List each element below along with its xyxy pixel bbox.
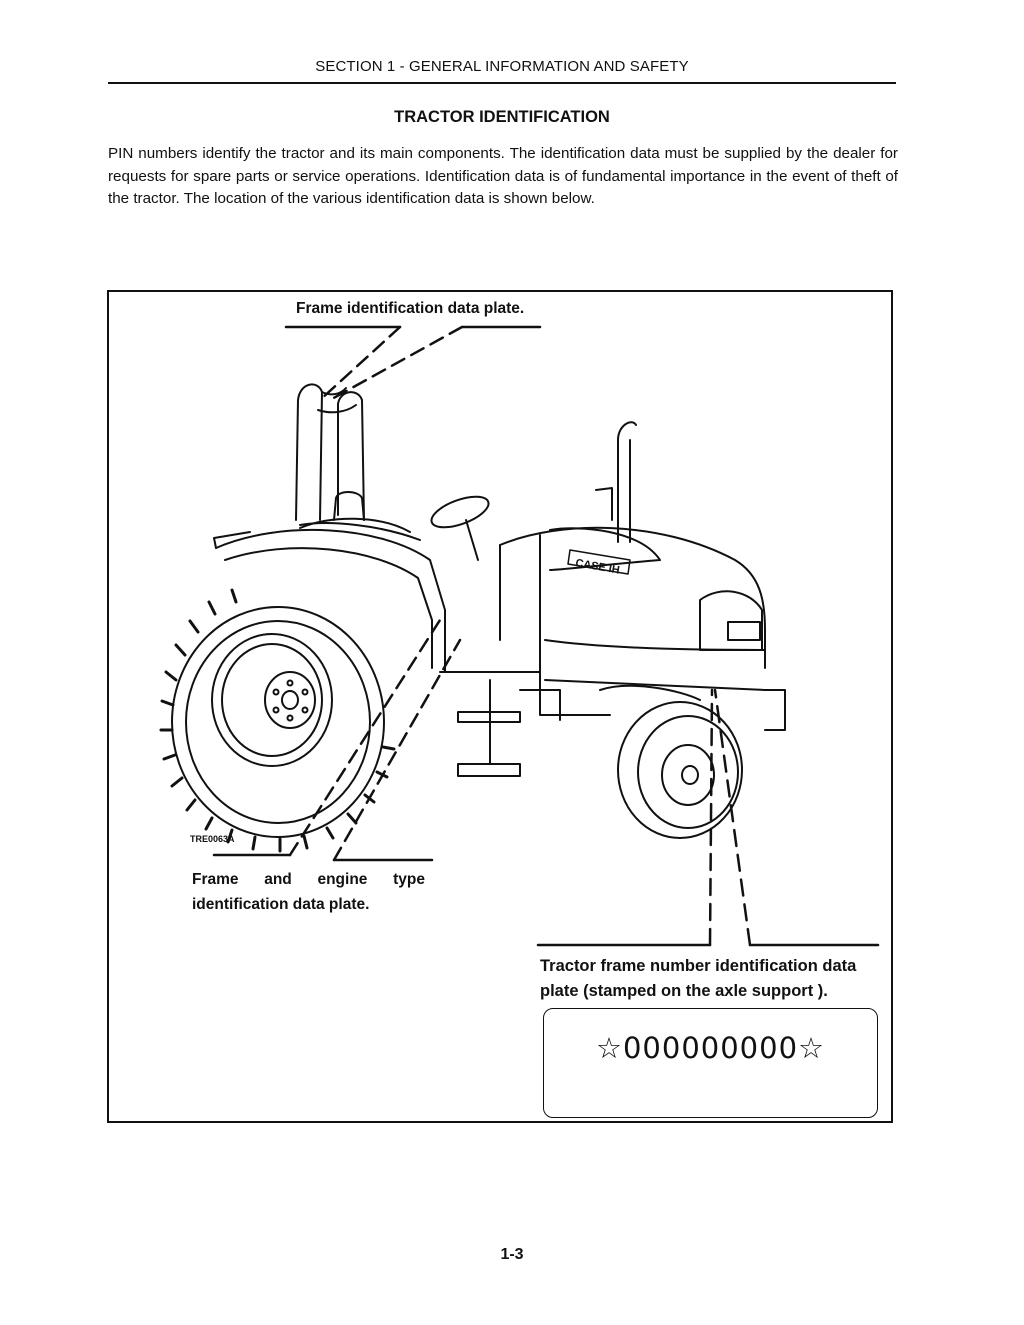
step (457, 679, 521, 777)
callout-axle-support: Tractor frame number identification data… (540, 957, 857, 1000)
callout-frame-engine-line2: identification data plate. (192, 896, 370, 913)
callout-frame-engine-plate: Frame and engine type identification dat… (192, 867, 425, 917)
header-rule (108, 82, 896, 84)
hood (499, 526, 766, 691)
figure-frame (107, 290, 893, 1123)
callout-word: and (264, 871, 292, 888)
brand-logo-text: CASE IH (574, 557, 620, 577)
chassis (439, 671, 786, 731)
serial-number: ☆000000000☆ (595, 1031, 826, 1065)
rear-fender (213, 522, 446, 673)
serial-plate: ☆000000000☆ (543, 1008, 878, 1118)
callout-frame-plate: Frame identification data plate. (296, 300, 525, 317)
rops-bar (295, 383, 365, 521)
seat (299, 491, 411, 533)
leader-lines (212, 325, 880, 947)
rear-tyre (159, 588, 396, 853)
callout-word: engine (317, 871, 368, 888)
figure-code: TRE0063A (190, 834, 235, 844)
brand-logo (567, 549, 631, 575)
callout-word: Frame (192, 871, 239, 888)
callout-frame-engine-line1: Frame and engine type (192, 867, 425, 892)
front-tyre (617, 701, 743, 839)
steering-wheel (430, 495, 490, 561)
intro-paragraph: PIN numbers identify the tractor and its… (108, 145, 898, 207)
exhaust-stack (595, 421, 637, 543)
running-header: SECTION 1 - GENERAL INFORMATION AND SAFE… (315, 58, 689, 75)
section-title: TRACTOR IDENTIFICATION (394, 108, 610, 126)
callout-word: type (393, 871, 425, 888)
page-number: 1-3 (500, 1246, 524, 1263)
